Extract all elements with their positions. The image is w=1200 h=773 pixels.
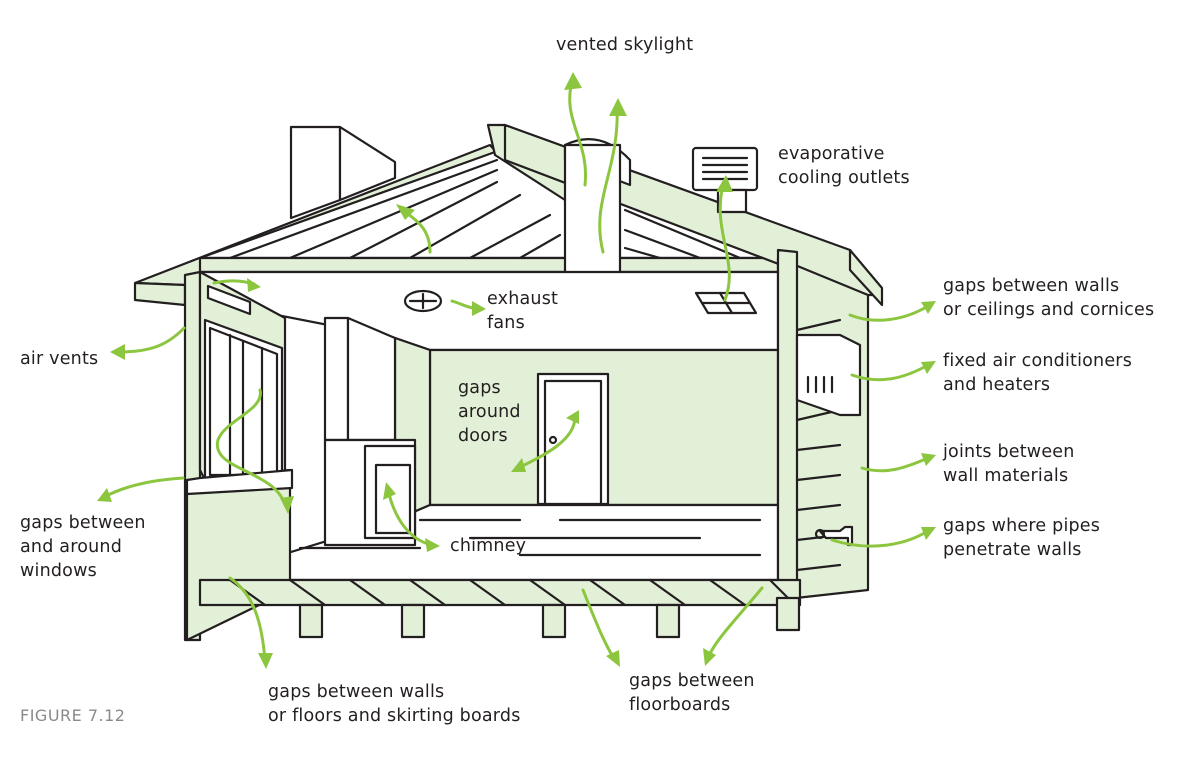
label-gaps-pipes: gaps where pipes penetrate walls	[943, 516, 1101, 560]
chimney-breast-front	[346, 316, 397, 442]
door-knob	[548, 435, 558, 445]
label-fixed-air-conditioners: fixed air conditioners and heaters	[943, 351, 1133, 395]
arrow-window-outside	[102, 476, 185, 499]
firebox-opening	[374, 463, 412, 535]
label-exhaust-fans: exhaust fans	[487, 289, 559, 333]
arrow-ceiling-vent	[718, 180, 731, 302]
label-gaps-ceilings-cornices: gaps between walls or ceilings and corni…	[943, 276, 1155, 320]
floorboard-lines	[298, 518, 762, 557]
label-evaporative-cooling: evaporative cooling outlets	[778, 144, 910, 188]
right-fascia	[848, 248, 884, 307]
left-eave-edge	[133, 281, 187, 307]
right-wall-post	[776, 248, 799, 602]
chimney-stack-side	[338, 125, 397, 202]
arrow-window-inside	[215, 388, 287, 507]
arrow-skylight-right	[598, 103, 619, 254]
arrow-ceiling-cornice	[848, 304, 930, 322]
arrow-pipes	[830, 529, 930, 548]
window-sill	[185, 468, 294, 496]
label-air-vents: air vents	[20, 349, 99, 369]
arrow-wall-joints	[860, 456, 930, 473]
figure-label: FIGURE 7.12	[20, 706, 126, 725]
exhaust-fan-blades	[408, 292, 438, 310]
stumps	[298, 596, 801, 639]
label-chimney: chimney	[450, 536, 527, 556]
arrow-skylight-left	[568, 76, 588, 187]
pipe-tap-handle	[814, 528, 826, 540]
ceiling-beam	[198, 256, 782, 274]
label-gaps-windows: gaps between and around windows	[20, 513, 146, 581]
chimney-stack	[289, 125, 342, 220]
airflow-arrows	[97, 72, 936, 669]
arrow-air-conditioner	[850, 363, 930, 382]
label-gaps-around-doors: gaps around doors	[458, 378, 521, 446]
arrow-skirting	[228, 576, 267, 662]
label-joints-between-wall-materials: joints between wall materials	[943, 442, 1075, 486]
chimney-breast	[323, 316, 350, 442]
left-wall-lower	[185, 468, 292, 642]
arrow-door	[516, 415, 577, 470]
label-gaps-floorboards: gaps between floorboards	[629, 671, 755, 715]
wall-air-conditioner	[795, 333, 862, 417]
label-gaps-skirting-boards: gaps between walls or floors and skirtin…	[268, 682, 521, 726]
ac-vents	[806, 375, 834, 394]
label-vented-skylight: vented skylight	[556, 35, 694, 55]
air-vent	[206, 284, 252, 316]
arrow-air-vents	[116, 326, 186, 354]
